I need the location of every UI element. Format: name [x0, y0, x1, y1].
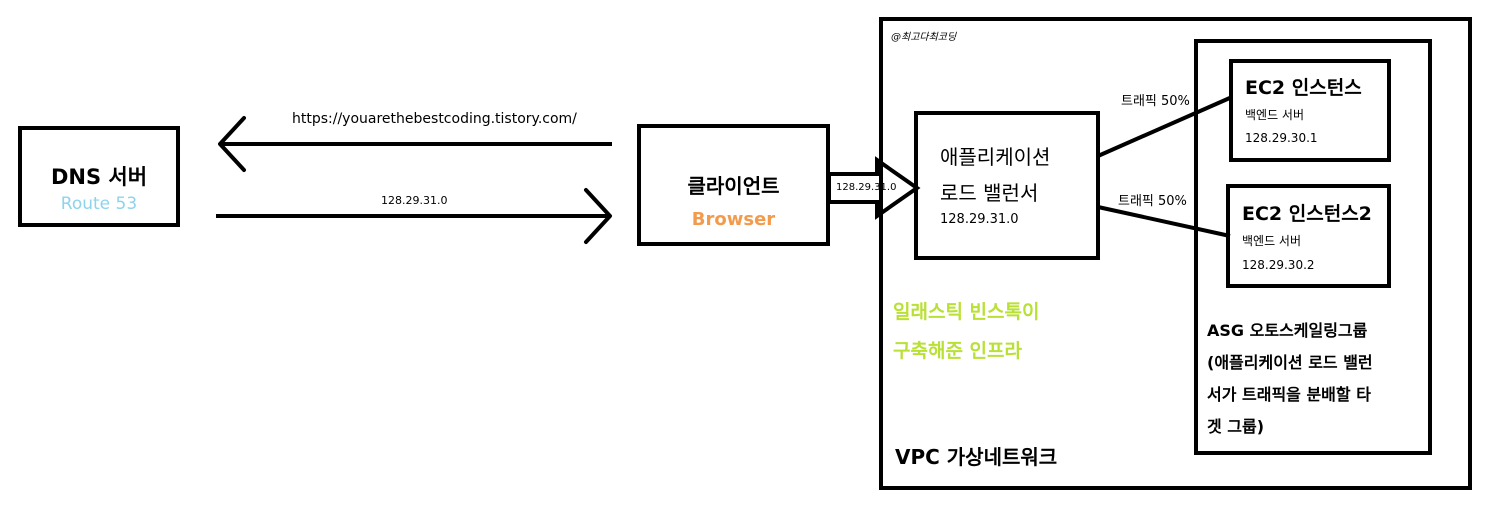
client-box [637, 124, 830, 246]
ec2-instance-1-ip: 128.29.30.1 [1245, 131, 1318, 145]
browser-label: Browser [691, 209, 776, 230]
traffic-line-2 [1097, 205, 1231, 238]
beanstalk-label-line2: 구축해준 인프라 [893, 340, 1022, 362]
watermark: @최고다최코딩 [891, 32, 957, 43]
asg-box [1194, 39, 1432, 455]
ec2-instance-2-ip: 128.29.30.2 [1242, 258, 1315, 272]
ec2-instance-2-role: 백엔드 서버 [1242, 234, 1302, 248]
load-balancer-title-line2: 로드 밸런서 [940, 181, 1039, 205]
load-balancer-box [914, 111, 1100, 260]
route53-label: Route 53 [60, 194, 138, 214]
response-arrow [216, 188, 612, 244]
ec2-instance-2-box [1226, 184, 1391, 288]
request-url-label: https://youarethebestcoding.tistory.com/ [292, 111, 577, 127]
beanstalk-label-line1: 일래스틱 빈스톡이 [893, 301, 1040, 323]
vpc-box [879, 17, 1472, 490]
client-to-lb-ip-label: 128.29.31.0 [836, 182, 897, 193]
ec2-instance-1-role: 백엔드 서버 [1245, 108, 1305, 122]
traffic-label-2: 트래픽 50% [1118, 194, 1187, 209]
ec2-instance-1-title: EC2 인스턴스 [1245, 77, 1362, 99]
request-arrow [218, 116, 612, 172]
ec2-instance-1-box [1229, 59, 1391, 162]
client-title: 클라이언트 [687, 174, 780, 198]
asg-label-line1: ASG 오토스케일링그룹 [1207, 321, 1368, 340]
load-balancer-title-line1: 애플리케이션 [940, 145, 1051, 169]
asg-label-line4: 겟 그룹) [1207, 417, 1265, 436]
traffic-line-1 [1097, 95, 1233, 158]
ec2-instance-2-title: EC2 인스턴스2 [1242, 203, 1372, 225]
response-ip-label: 128.29.31.0 [381, 194, 448, 207]
traffic-label-1: 트래픽 50% [1121, 94, 1190, 109]
asg-label-line2: (애플리케이션 로드 밸런 [1207, 353, 1373, 372]
asg-label-line3: 서가 트래픽을 분배할 타 [1207, 385, 1371, 404]
client-to-lb-arrow [827, 156, 921, 220]
dns-server-box [18, 126, 180, 227]
vpc-label: VPC 가상네트워크 [895, 445, 1058, 469]
dns-server-title: DNS 서버 [50, 165, 148, 189]
load-balancer-ip: 128.29.31.0 [940, 212, 1019, 227]
